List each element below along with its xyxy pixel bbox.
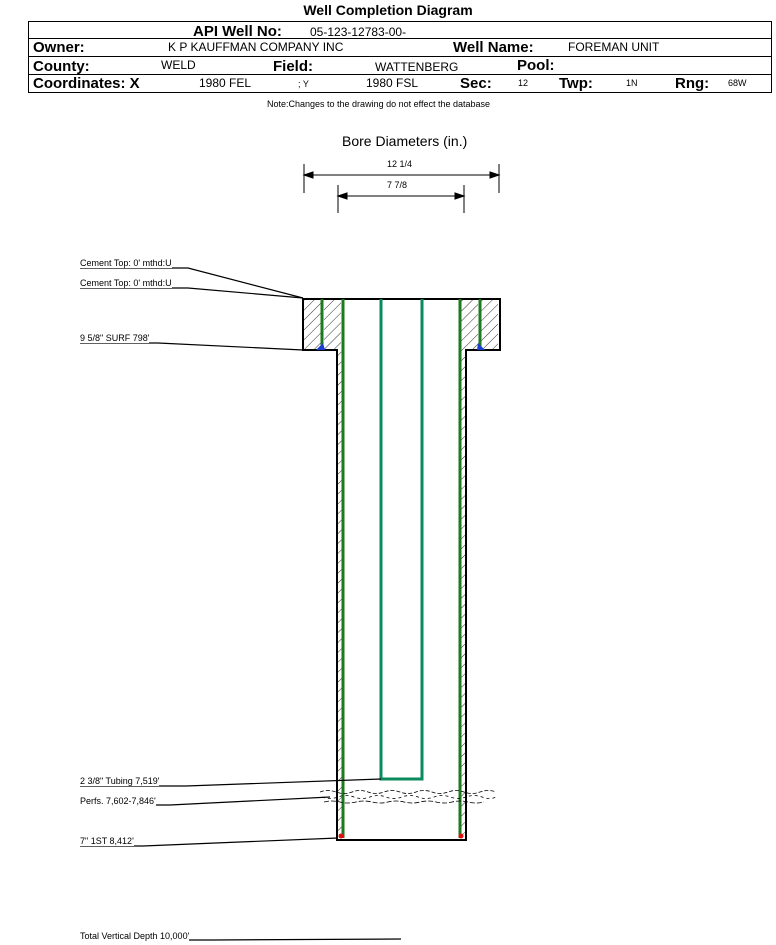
header-table: [28, 21, 772, 93]
note-text: Note:Changes to the drawing do not effec…: [267, 99, 490, 109]
surface-cement-left: [304, 299, 341, 350]
tubing-label: 2 3/8" Tubing 7,519': [80, 776, 160, 786]
cement2-leader: [80, 287, 304, 299]
bore-inner-label: 7 7/8: [387, 180, 408, 190]
field-value: WATTENBERG: [375, 60, 459, 74]
tubing-string: [379, 299, 424, 781]
bore-outer-label: 12 1/4: [387, 159, 413, 169]
production-casing: [341, 299, 462, 838]
field-label: Field:: [273, 58, 313, 75]
surface-shoe-marker-left: [316, 343, 325, 350]
coordinates-label: Coordinates: X: [33, 75, 140, 92]
borehole-outline: [302, 298, 501, 841]
production-casing-label: 7" 1ST 8,412': [80, 836, 134, 846]
total-depth-label: Total Vertical Depth 10,000': [80, 931, 190, 941]
perforations: [319, 790, 497, 804]
twp-label: Twp:: [559, 75, 593, 92]
surface-leader: [80, 342, 304, 351]
production-shoe-marker-left: [338, 833, 344, 839]
header-divider: [28, 56, 772, 57]
bore-diameters-title: Bore Diameters (in.): [342, 133, 468, 149]
bore-outer-dimension: [302, 164, 501, 193]
cement-top-label-1: Cement Top: 0' mthd:U: [80, 258, 172, 268]
api-label: API Well No:: [193, 23, 282, 40]
header-divider: [28, 74, 772, 75]
sec-value: 12: [518, 78, 529, 88]
header-divider: [28, 38, 772, 39]
owner-value: K P KAUFFMAN COMPANY INC: [168, 40, 344, 54]
county-label: County:: [33, 58, 90, 75]
sec-label: Sec:: [460, 75, 492, 92]
x-coordinate-value: 1980 FEL: [199, 76, 252, 90]
bore-inner-dimension: [336, 185, 466, 213]
well-name-value: FOREMAN UNIT: [568, 40, 660, 54]
well-name-label: Well Name:: [453, 39, 534, 56]
production-leader: [80, 837, 339, 847]
rng-label: Rng:: [675, 75, 710, 92]
surface-cement-right: [461, 299, 498, 350]
y-coordinate-label: ; Y: [298, 79, 309, 89]
rng-value: 68W: [728, 78, 747, 88]
surface-casing: [320, 299, 482, 349]
cement-top-label-2: Cement Top: 0' mthd:U: [80, 278, 172, 288]
api-value: 05-123-12783-00-: [310, 25, 407, 39]
production-shoe-marker-right: [458, 833, 464, 839]
perforations-label: Perfs. 7,602-7,846': [80, 796, 156, 806]
county-value: WELD: [161, 58, 196, 72]
tubing-leader: [80, 778, 382, 787]
surface-casing-label: 9 5/8" SURF 798': [80, 333, 150, 343]
owner-label: Owner:: [33, 39, 85, 56]
production-cement: [338, 350, 465, 838]
page-title: Well Completion Diagram: [303, 2, 473, 18]
twp-value: 1N: [626, 78, 638, 88]
y-coordinate-value: 1980 FSL: [366, 76, 419, 90]
pool-label: Pool:: [517, 57, 555, 74]
surface-shoe-marker-right: [477, 343, 485, 350]
cement1-leader: [80, 267, 304, 299]
